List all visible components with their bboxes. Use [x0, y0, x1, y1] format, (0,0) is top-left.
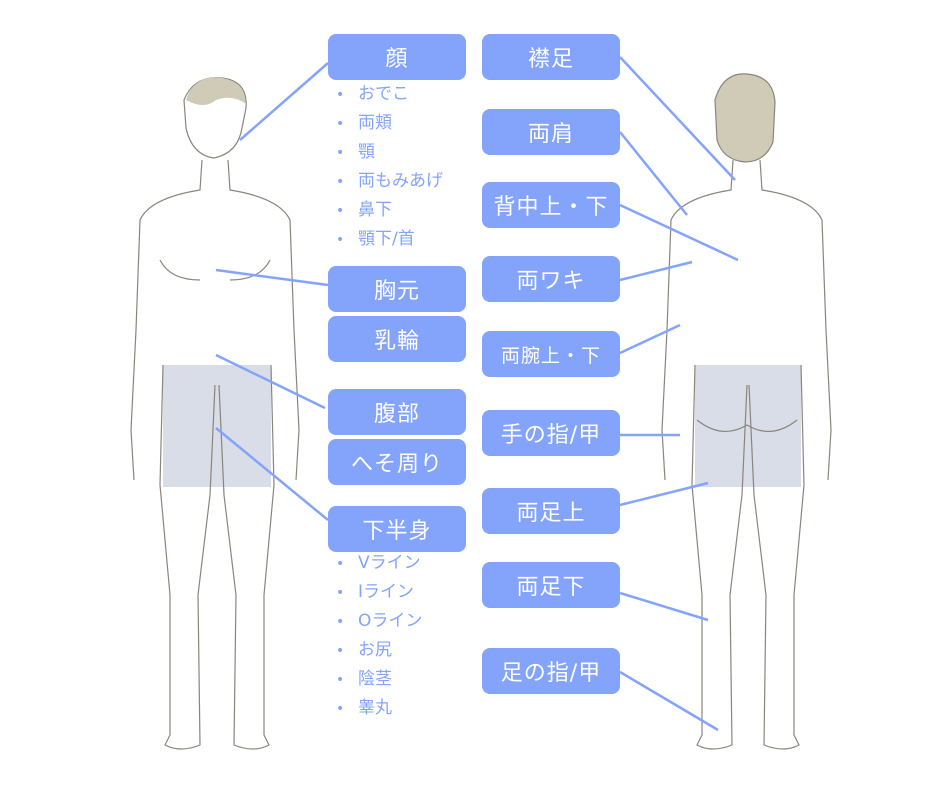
list-item: 睾丸 — [336, 694, 422, 723]
lower-subitems: Vライン Iライン Oライン お尻 陰茎 睾丸 — [336, 549, 422, 723]
label-lower-body: 下半身 — [328, 506, 466, 552]
list-item: 顎 — [336, 138, 443, 167]
label-arms: 両腕上・下 — [482, 331, 620, 377]
label-face: 顔 — [328, 34, 466, 80]
back-hair — [714, 73, 776, 163]
label-shoulders: 両肩 — [482, 109, 620, 155]
list-item: Iライン — [336, 578, 422, 607]
list-item: お尻 — [336, 636, 422, 665]
label-abdomen: 腹部 — [328, 389, 466, 435]
list-item: おでこ — [336, 80, 443, 109]
label-legs: 両足下 — [482, 562, 620, 608]
label-nipple: 乳輪 — [328, 316, 466, 362]
list-item: Vライン — [336, 549, 422, 578]
list-item: 顎下/首 — [336, 225, 443, 254]
label-hands: 手の指/甲 — [482, 410, 620, 456]
label-thighs: 両足上 — [482, 488, 620, 534]
front-shorts — [163, 365, 271, 487]
list-item: 両もみあげ — [336, 167, 443, 196]
label-navel: へそ周り — [328, 439, 466, 485]
face-subitems: おでこ 両頬 顎 両もみあげ 鼻下 顎下/首 — [336, 80, 443, 254]
label-nape: 襟足 — [482, 34, 620, 80]
label-chest: 胸元 — [328, 266, 466, 312]
label-armpits: 両ワキ — [482, 256, 620, 302]
front-figure — [130, 77, 300, 750]
label-back: 背中上・下 — [482, 182, 620, 228]
list-item: 両頬 — [336, 109, 443, 138]
leader-lines — [215, 56, 739, 732]
label-feet: 足の指/甲 — [482, 648, 620, 694]
list-item: 鼻下 — [336, 196, 443, 225]
back-figure — [661, 73, 832, 750]
list-item: 陰茎 — [336, 665, 422, 694]
front-hair — [186, 77, 246, 105]
list-item: Oライン — [336, 607, 422, 636]
